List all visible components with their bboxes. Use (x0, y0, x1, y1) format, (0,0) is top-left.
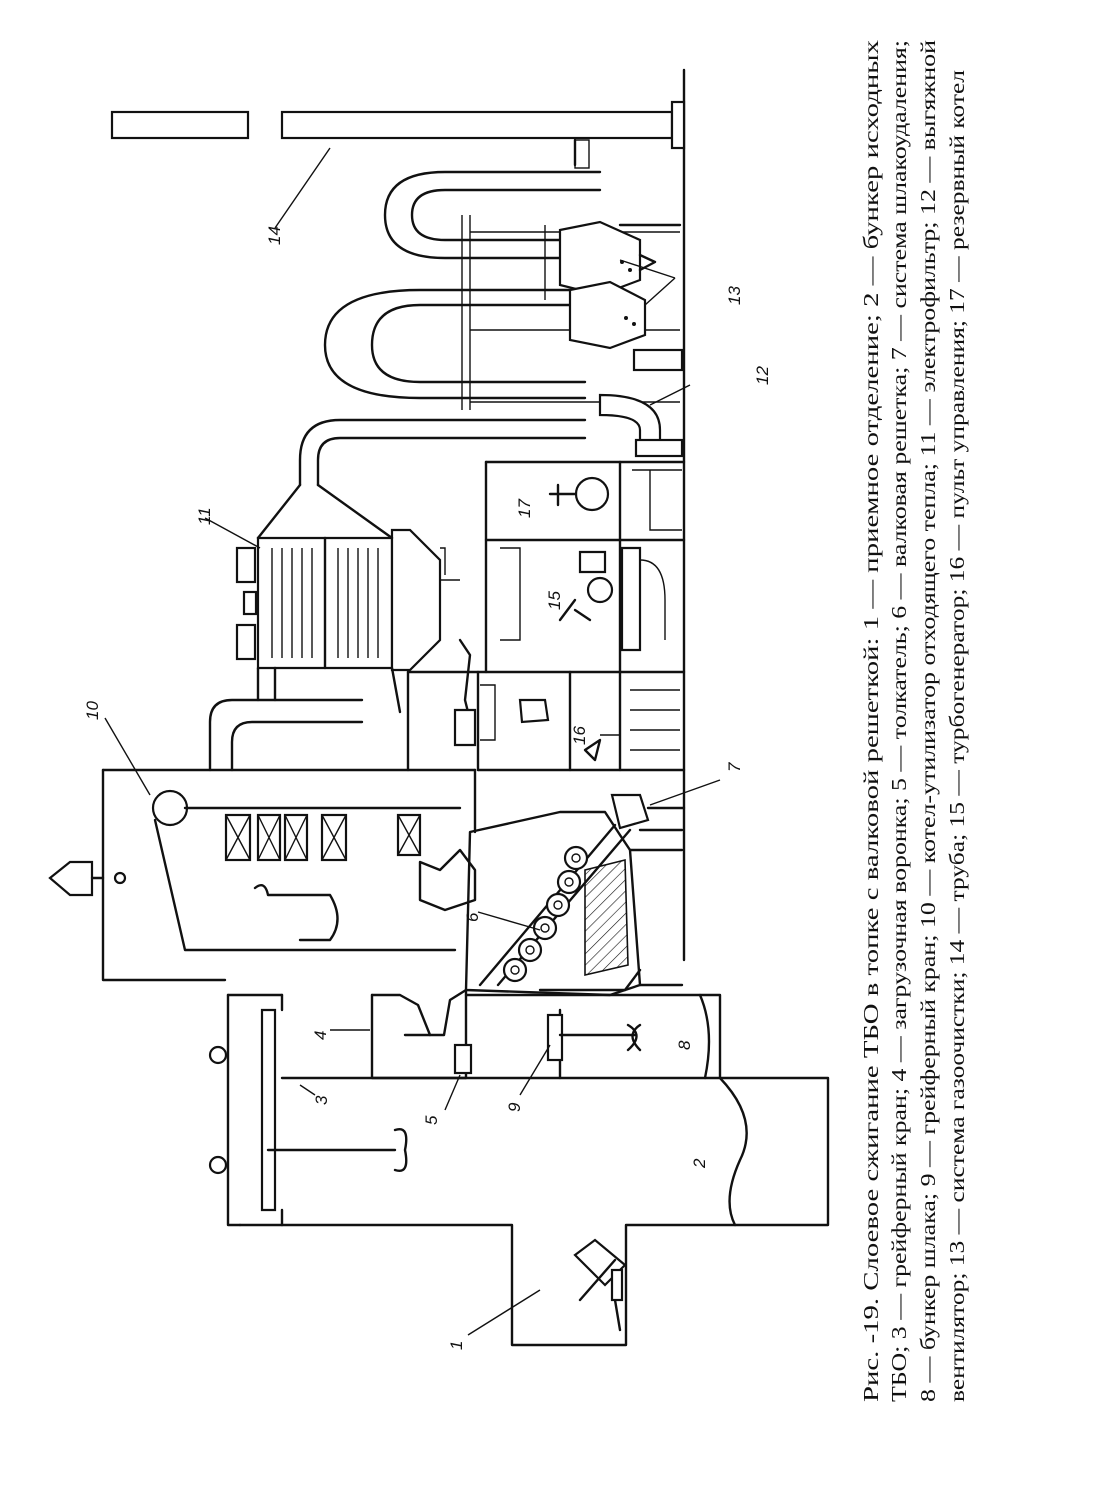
callout-4: 4 (311, 1031, 330, 1040)
callout-17: 17 (515, 499, 534, 518)
caption-line-1: Рис. -19. Слоевое сжигание ТБО в топке с… (859, 39, 883, 1402)
loading-hopper (370, 988, 473, 1080)
callout-13: 13 (725, 286, 744, 305)
grab-crane (208, 993, 408, 1227)
callout-9: 9 (505, 1102, 524, 1112)
callout-3: 3 (312, 1095, 331, 1105)
callout-12: 12 (753, 366, 772, 385)
caption-line-2: ТБО; 3 — грейферный кран; 4 — загрузочна… (887, 40, 911, 1402)
exhaust-fan (598, 348, 684, 458)
callout-5: 5 (422, 1115, 441, 1125)
waste-heat-boiler (48, 768, 477, 982)
callout-10: 10 (83, 701, 102, 720)
figure-caption: Рис. -19. Слоевое сжигание ТБО в топке с… (859, 39, 969, 1402)
callout-8: 8 (675, 1040, 694, 1050)
callout-7: 7 (725, 762, 744, 772)
callout-6: 6 (463, 912, 482, 922)
callout-14: 14 (265, 226, 284, 245)
callout-16: 16 (570, 726, 589, 745)
slag-bunker (464, 993, 722, 1080)
callouts: 1 2 3 4 5 6 7 8 9 10 11 12 13 14 15 16 1… (83, 226, 772, 1350)
caption-line-4: вентилятор; 13 — система газоочистки; 14… (945, 70, 969, 1402)
electrofilter (235, 483, 442, 714)
callout-15: 15 (545, 591, 564, 610)
gas-cleaning-cyclones (558, 220, 657, 350)
waste-bunker (280, 1076, 830, 1347)
callout-2: 2 (690, 1158, 709, 1169)
roller-grate-furnace (464, 810, 684, 997)
turbine-hall (406, 460, 686, 772)
callout-11: 11 (195, 507, 214, 525)
leader-lines (104, 147, 721, 1336)
caption-line-3: 8 — бункер шлака; 9 — грейферный кран; 1… (916, 40, 940, 1402)
slag-removal (610, 793, 686, 830)
callout-1: 1 (447, 1341, 466, 1350)
chimney (110, 100, 686, 169)
boiler-to-filter-duct (208, 666, 364, 772)
